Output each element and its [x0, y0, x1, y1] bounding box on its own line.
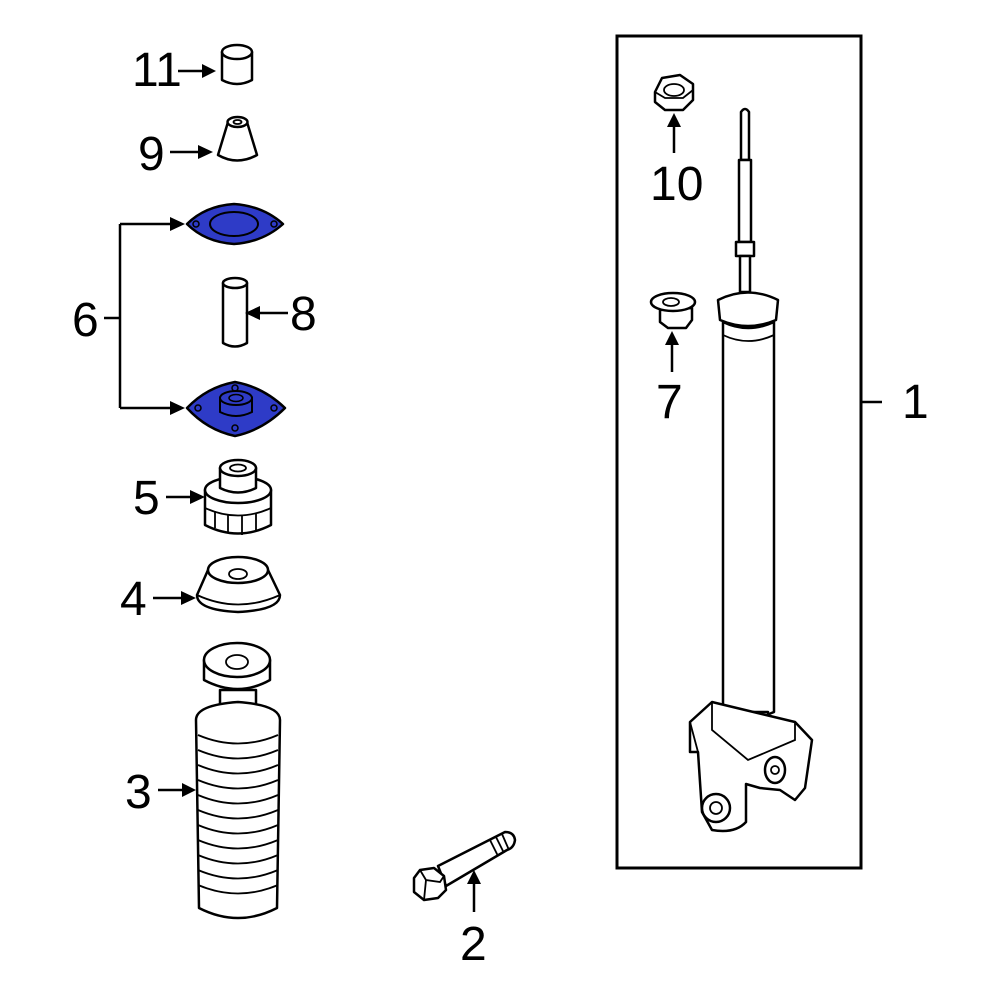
callout-10-label: 10: [650, 158, 703, 211]
part-6-upper-plate[interactable]: [185, 202, 285, 246]
callout-7-label: 7: [656, 376, 683, 429]
part-9-cone[interactable]: [216, 115, 259, 162]
callout-11-label: 11: [132, 44, 182, 97]
part-8-pin[interactable]: [221, 276, 249, 348]
callout-3-label: 3: [125, 766, 152, 819]
part-6-lower-plate[interactable]: [185, 380, 287, 438]
part-1-shock-absorber[interactable]: [688, 107, 814, 833]
callout-11: 11: [132, 44, 216, 97]
part-2-bolt[interactable]: [412, 830, 517, 902]
part-3-dust-boot[interactable]: [194, 641, 282, 920]
callout-8-label: 8: [290, 288, 317, 341]
part-11-cap[interactable]: [220, 43, 254, 86]
part-10-nut[interactable]: [653, 73, 695, 112]
callout-2-label: 2: [460, 918, 487, 971]
callout-1: 1: [861, 376, 929, 429]
callout-6-label: 6: [72, 294, 99, 347]
callout-5-label: 5: [133, 472, 160, 525]
callout-4-label: 4: [120, 573, 147, 626]
callout-3: 3: [125, 766, 196, 819]
callout-2: 2: [460, 870, 487, 971]
callout-8: 8: [245, 288, 317, 341]
callout-1-label: 1: [902, 376, 929, 429]
callout-9-label: 9: [138, 128, 165, 181]
callout-9: 9: [138, 128, 213, 181]
callout-10: 10: [650, 113, 703, 211]
part-7-nut[interactable]: [649, 291, 697, 330]
assembly-box: [615, 34, 863, 870]
callout-5: 5: [133, 472, 205, 525]
part-4-cushion[interactable]: [195, 555, 282, 614]
callout-4: 4: [120, 573, 196, 626]
callout-7: 7: [656, 331, 683, 429]
part-5-bushing[interactable]: [203, 458, 273, 535]
callout-6: 6: [72, 217, 185, 415]
